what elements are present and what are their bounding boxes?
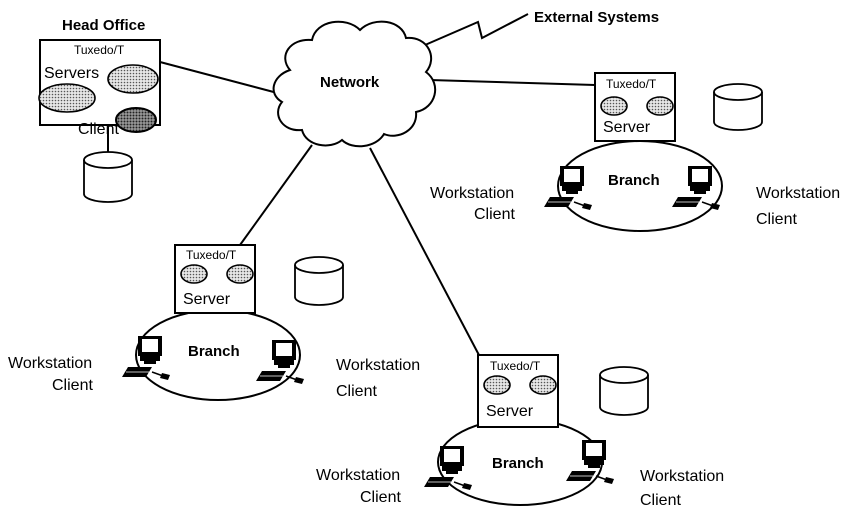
client-label: Client: [640, 492, 681, 509]
server-process-oval: [180, 264, 208, 284]
client-label: Client: [360, 489, 401, 506]
network-cloud: [272, 20, 436, 148]
server-label: Server: [603, 119, 651, 136]
workstation-computer-icon: [138, 336, 162, 364]
branch-west: [121, 244, 344, 401]
branch-label: Branch: [188, 343, 240, 360]
server-process-oval: [646, 96, 674, 116]
keyboard-icon: [671, 196, 721, 211]
client-label: Client: [52, 377, 93, 394]
head-office-database: [83, 151, 133, 203]
link-branch-east: [429, 79, 596, 86]
server-process-oval: [483, 375, 511, 395]
workstation-computer-icon: [440, 446, 464, 474]
branch-south: [423, 354, 649, 506]
server-label: Server: [486, 403, 534, 420]
link-head-office: [159, 61, 286, 96]
tuxedo-label: Tuxedo/T: [490, 359, 541, 373]
branch-database: [294, 256, 344, 306]
network-label: Network: [320, 74, 380, 91]
client-label: Client: [756, 211, 797, 228]
server-process-oval: [529, 375, 557, 395]
head-office-label: Head Office: [62, 17, 145, 34]
branch-label: Branch: [608, 172, 660, 189]
keyboard-icon: [565, 470, 615, 485]
link-branch-south: [369, 147, 481, 358]
network-links: [107, 13, 596, 358]
server-process-oval: [226, 264, 254, 284]
server-label: Server: [183, 291, 231, 308]
workstation-label: Workstation: [336, 357, 420, 374]
client-label: Client: [474, 206, 515, 223]
servers-label: Servers: [44, 65, 99, 82]
branch-label: Branch: [492, 455, 544, 472]
workstation-computer-icon: [560, 166, 584, 194]
server-process-oval: [107, 64, 159, 94]
client-label: Client: [336, 383, 377, 400]
server-process-oval: [38, 83, 96, 113]
keyboard-icon: [255, 370, 305, 385]
branch-database: [713, 83, 763, 131]
head-office-node: [38, 39, 161, 133]
tuxedo-label: Tuxedo/T: [606, 77, 657, 91]
workstation-label: Workstation: [756, 185, 840, 202]
keyboard-icon: [423, 476, 473, 491]
server-process-oval: [600, 96, 628, 116]
link-external-lightning: [424, 13, 529, 46]
link-branch-west: [239, 144, 313, 246]
client-process-oval: [115, 107, 157, 133]
tuxedo-label: Tuxedo/T: [74, 43, 125, 57]
workstation-label: Workstation: [316, 467, 400, 484]
branch-database: [599, 366, 649, 416]
branch-east: [543, 72, 763, 232]
workstation-computer-icon: [688, 166, 712, 194]
client-label: Client: [78, 121, 119, 138]
external-systems-label: External Systems: [534, 9, 659, 26]
workstation-computer-icon: [272, 340, 296, 368]
tuxedo-label: Tuxedo/T: [186, 248, 237, 262]
workstation-label: Workstation: [430, 185, 514, 202]
workstation-label: Workstation: [640, 468, 724, 485]
workstation-label: Workstation: [8, 355, 92, 372]
workstation-computer-icon: [582, 440, 606, 468]
